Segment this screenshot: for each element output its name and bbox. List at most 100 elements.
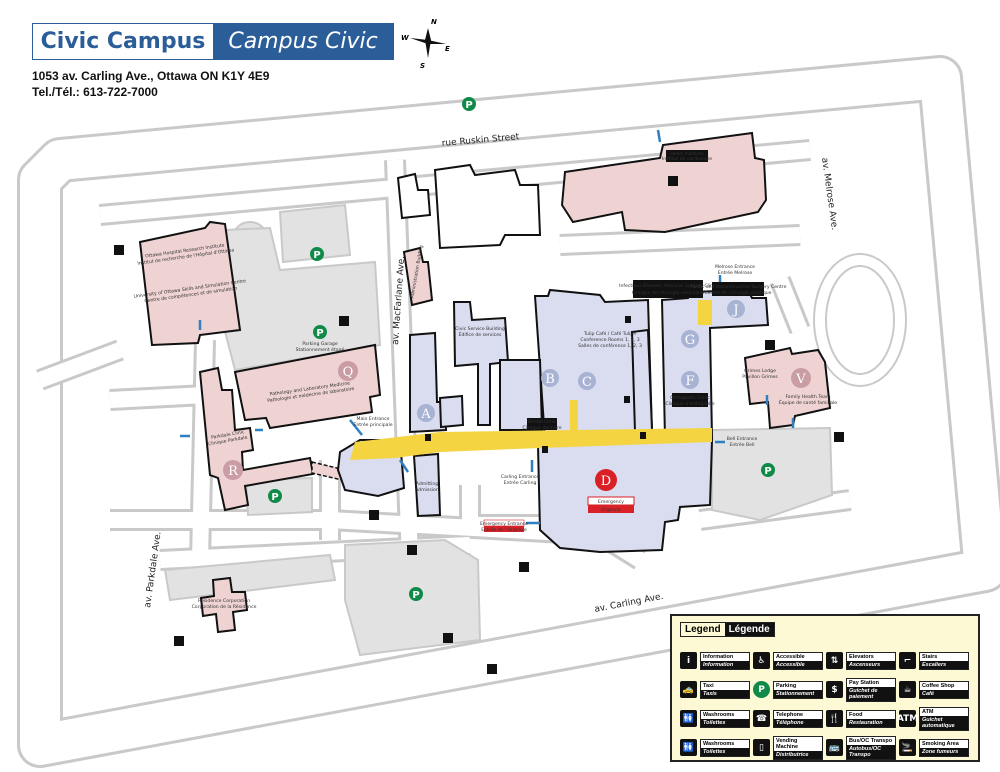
admitting-label: Admitting [416,481,439,487]
parking-icon: P [761,463,775,477]
building-marker-q: Q [338,361,358,381]
dental-label: Dental Clinic [527,419,557,425]
campus-title: Civic Campus Campus Civic [32,23,394,60]
info-icon [542,446,548,453]
food-icon [624,396,630,403]
smoking-area-icon [834,432,844,442]
research-institute-building[interactable] [138,220,242,347]
building-marker-b: B [541,369,559,387]
pay-station-icon [668,176,678,186]
map-shape: Entrée Carling [504,479,537,486]
building-marker-v: V [791,368,811,388]
address: 1053 av. Carling Ave., Ottawa ON K1Y 4E9 [32,69,270,83]
legend-label-en: Parking [774,681,822,690]
legend-label-fr: Escaliers [920,660,968,669]
map-shape: Équipe de santé familiale [779,398,837,406]
civic-service-label: Civic Service Building [455,326,505,332]
grimes-lodge-building[interactable] [743,346,832,430]
title-english: Civic Campus [40,29,206,54]
map-shape: Clinique de chirurgie vasculaire [632,290,705,296]
legend-title-fr: Légende [724,623,774,636]
legend-label-en: Washrooms [701,710,749,719]
main-entrance-label: Main Entrance [356,416,389,422]
map-shape [570,400,578,430]
arrow-icon [398,459,410,473]
map-shape [588,505,634,513]
map-shape: P [764,466,771,477]
map-shape [791,368,811,388]
map-shape: S [420,62,425,70]
grimes-label: Grimes Lodge [744,368,776,374]
admitting-building[interactable] [412,452,442,518]
building-marker-j: J [727,300,745,318]
map-shape: C [582,375,592,390]
legend-label-fr: Distributrice [774,750,822,759]
map-shape [698,300,712,325]
building-marker-d: D [595,469,617,491]
administration-building[interactable] [402,246,434,307]
coffee-icon: ☕ [899,681,916,698]
info-icon: i [680,652,697,669]
building-marker-r: R [223,460,243,480]
map-shape: Q [343,365,354,380]
bus-icon [114,245,124,255]
elevator-icon: ⇅ [826,652,843,669]
telephone-icon: ☎ [753,710,770,727]
map-shape: Corporation de la Résidence [192,603,257,610]
legend-label-fr: Stationnement [774,689,822,698]
map-shape: Clinique dentaire [522,425,561,431]
parking-icon: P [313,325,327,339]
parking-icon: P [268,489,282,503]
residence-building[interactable] [199,576,249,634]
map-shape [595,469,617,491]
tulip-label: Tulip Café / Café Tulipe [583,330,636,337]
heart-institute-building[interactable] [560,131,768,234]
map-shape: Centre de chirurgie plastique [705,290,772,296]
map-shape: Entrée de l'Urgence [481,526,527,533]
map-shape [313,325,327,339]
map-shape [417,404,435,422]
building-marker-g: G [681,330,699,348]
map-shape: B [545,372,555,387]
amenity-icons [114,176,844,674]
map-shape: Stationnement étagé [296,346,345,353]
parking-markers: P P P P P P [268,97,775,601]
stairs-icon [640,432,646,439]
legend-label-fr: Accessible [774,660,822,669]
map-shape [541,369,559,387]
legend-label-en: Taxi [701,681,749,690]
map-shape: P [316,328,323,339]
map-shape [462,97,476,111]
title-french: Campus Civic [213,24,393,59]
pay-station-icon: $ [826,681,843,698]
map-shape [268,489,282,503]
map-shape: Entrée principale [353,421,392,428]
map-shape: V [795,372,806,387]
legend-label-en: Bus/OC Transpo [847,736,895,745]
emergency-entrance-label: Emergency Entrance [480,521,528,527]
phone: Tel./Tél.: 613-722-7000 [32,85,158,99]
residence-lot [163,553,337,602]
map-shape [681,330,699,348]
building-small-a[interactable] [438,394,465,429]
building-d[interactable] [536,438,714,554]
civic-service-building[interactable] [452,301,510,426]
legend-label-fr: Guichet automatique [920,715,968,730]
